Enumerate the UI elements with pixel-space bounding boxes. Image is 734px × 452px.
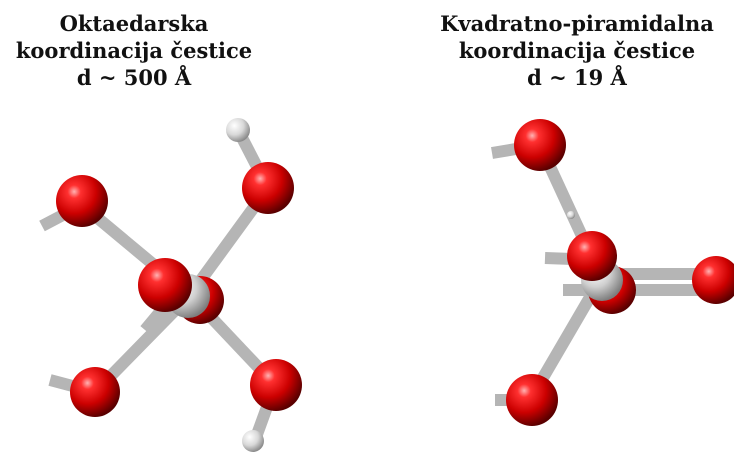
square-pyramidal-caption: Kvadratno-piramidalna koordinacija česti… (420, 10, 734, 91)
oxygen-atom-lower-left (70, 367, 120, 417)
octahedral-caption-line-3: d ~ 500 Å (76, 65, 192, 90)
octahedral-caption-line-1: Oktaedarska (59, 11, 209, 36)
oxygen-atom-front-center (567, 231, 617, 281)
hydrogen-atom-top (226, 118, 250, 142)
hydrogen-atom-small (567, 211, 575, 219)
oxygen-atom-bottom (506, 374, 558, 426)
oxygen-atom-lower-right (250, 359, 302, 411)
square-pyramidal-caption-line-1: Kvadratno-piramidalna (440, 11, 714, 36)
octahedral-molecule (39, 118, 302, 452)
oxygen-atom-upper-right (242, 162, 294, 214)
square-pyramidal-caption-line-3: d ~ 19 Å (527, 65, 627, 90)
oxygen-atom-upper-left (56, 175, 108, 227)
oxygen-atom-top (514, 119, 566, 171)
oxygen-atom-front-center (138, 258, 192, 312)
hydrogen-atom-bottom (242, 430, 264, 452)
octahedral-caption-line-2: koordinacija čestice (15, 38, 253, 63)
square-pyramidal-molecule (491, 119, 734, 426)
square-pyramidal-caption-line-2: koordinacija čestice (458, 38, 696, 63)
oxygen-atom-right (692, 256, 734, 304)
octahedral-caption: Oktaedarska koordinacija čestice d ~ 500… (0, 10, 268, 91)
